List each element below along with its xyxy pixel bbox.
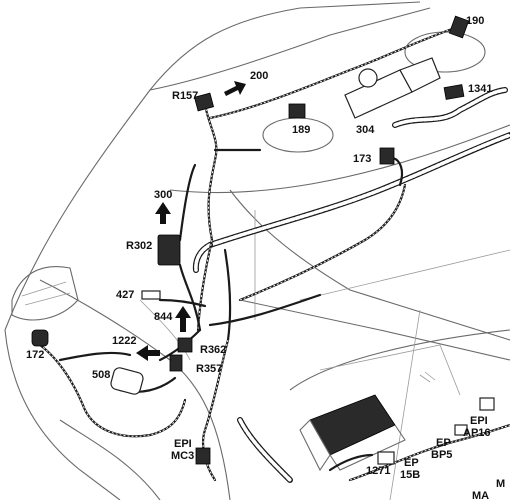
- label-172: 172: [26, 349, 44, 361]
- label-1341: 1341: [468, 83, 492, 95]
- label-R357: R357: [196, 363, 222, 375]
- arrow-to-200: [224, 81, 246, 96]
- wire-branches: [38, 26, 510, 482]
- label-427: 427: [116, 289, 134, 301]
- label-200: 200: [250, 70, 268, 82]
- label-1271: 1271: [366, 465, 390, 477]
- label-MA-partial: MA: [472, 490, 489, 500]
- label-R302: R302: [126, 240, 152, 252]
- label-R362: R362: [200, 344, 226, 356]
- reference-labels: 190 200 R157 1341 189 304 173 300 R302 4…: [26, 15, 505, 500]
- label-EP-BP5-line1: EP: [436, 437, 451, 449]
- main-harness: [192, 87, 510, 483]
- vehicle-body-outline: [4, 1, 510, 500]
- direction-arrows: [136, 81, 246, 361]
- label-508: 508: [92, 369, 110, 381]
- label-173: 173: [353, 153, 371, 165]
- label-844: 844: [154, 311, 173, 323]
- label-1222: 1222: [112, 335, 136, 347]
- connectors: [31, 15, 495, 465]
- label-M-partial: M: [496, 478, 505, 490]
- label-190: 190: [466, 15, 484, 27]
- label-EP-15B-line1: EP: [404, 457, 419, 469]
- label-EPI-MC3-line2: MC3: [171, 450, 194, 462]
- label-R157: R157: [172, 90, 198, 102]
- label-300: 300: [154, 189, 172, 201]
- label-EPI-MC3-line1: EPI: [174, 438, 192, 450]
- label-EP-BP5-line2: BP5: [431, 449, 452, 461]
- arrow-to-300: [155, 202, 171, 224]
- arrow-to-1222: [136, 345, 160, 361]
- label-304: 304: [356, 124, 375, 136]
- label-EPI-AP16-line2: AP16: [463, 427, 491, 439]
- label-EPI-AP16-line1: EPI: [470, 415, 488, 427]
- arrow-up-844: [175, 306, 191, 332]
- label-189: 189: [292, 124, 310, 136]
- label-EP-15B-line2: 15B: [400, 469, 420, 481]
